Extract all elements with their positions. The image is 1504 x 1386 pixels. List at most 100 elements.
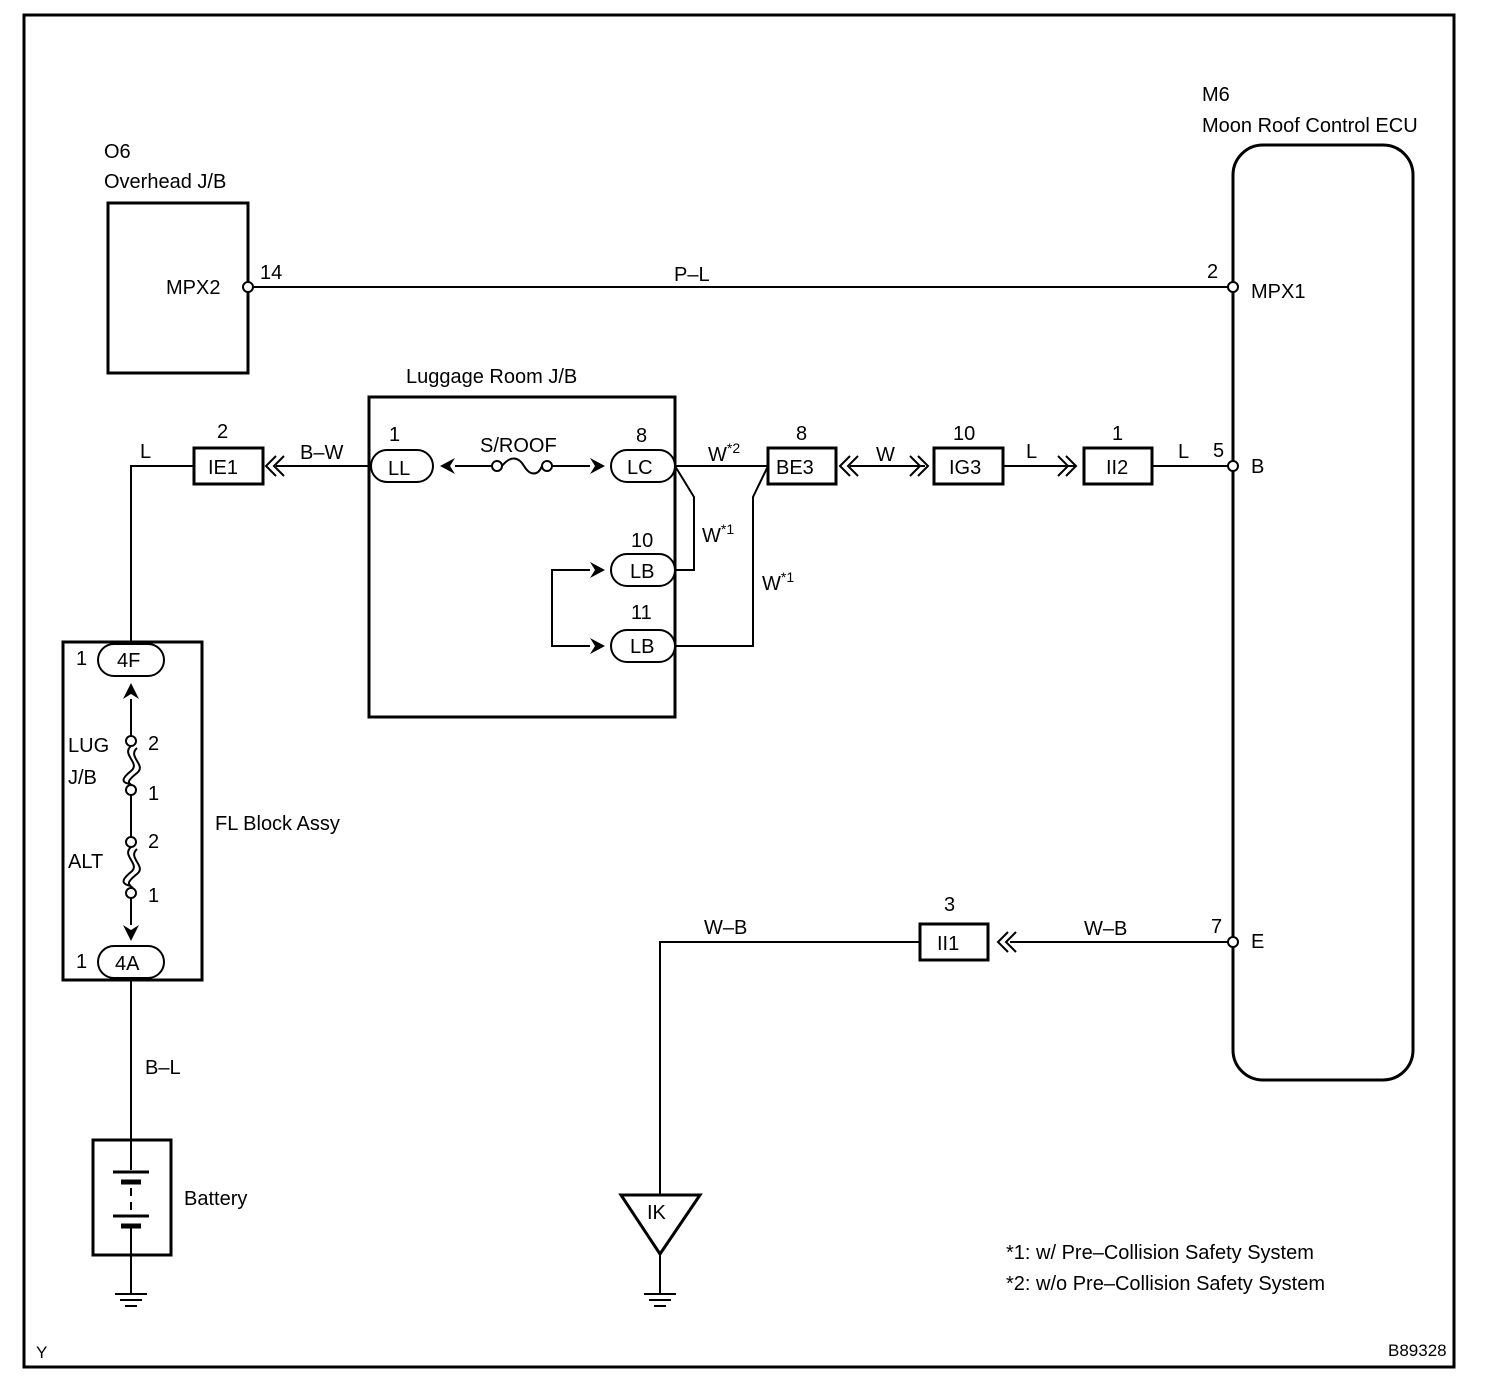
connector-be3-no: 8 — [796, 423, 807, 445]
ground-icon — [644, 1293, 676, 1307]
ecu-pin-mpx1-no: 2 — [1207, 261, 1218, 283]
overhead-jb-code: O6 — [104, 141, 131, 163]
wire-ii2-b-label: L — [1178, 441, 1189, 463]
alt-pin-top-no: 2 — [148, 831, 159, 853]
corner-left-label: Y — [36, 1343, 47, 1362]
fuse-sroof-pin-left — [491, 460, 503, 472]
wire-wb-right-label: W–B — [1084, 918, 1127, 940]
connector-lb-10-name: LB — [630, 561, 654, 583]
lug-label: LUG — [68, 735, 109, 757]
note-1: *1: w/ Pre–Collision Safety System — [1006, 1242, 1314, 1264]
connector-ie1 — [192, 446, 265, 486]
fl-block-box — [61, 640, 204, 982]
connector-ii1-name: II1 — [937, 933, 959, 955]
wire-bw-label: B–W — [300, 442, 343, 464]
moon-roof-ecu: M6 Moon Roof Control ECU MPX1 2 B 5 E 7 — [1202, 84, 1418, 1082]
overhead-jb-pin-name: MPX2 — [166, 277, 220, 299]
lug-fuse-icon-2 — [127, 747, 141, 787]
connector-ig3-no: 10 — [953, 423, 975, 445]
wire-w-low — [675, 465, 769, 647]
wire-l-fl-label: L — [140, 441, 151, 463]
ll-arrow-icon — [440, 458, 455, 474]
lug-pin-bot-no: 1 — [148, 783, 159, 805]
ig3-chevron-icon — [909, 455, 930, 477]
overhead-jb-box — [106, 201, 250, 375]
note-2: *2: w/o Pre–Collision Safety System — [1006, 1273, 1325, 1295]
connector-ig3 — [932, 446, 1005, 486]
ground-icon — [115, 1293, 147, 1307]
ecu-box — [1231, 143, 1415, 1082]
overhead-jb: O6 Overhead J/B MPX2 14 — [104, 141, 282, 375]
connector-4f-name: 4F — [117, 650, 140, 672]
wire-lb-jumper — [551, 569, 590, 647]
ii1-chevron-icon — [996, 931, 1017, 953]
connector-ii2-name: II2 — [1106, 457, 1128, 479]
connector-ie1-name: IE1 — [208, 457, 238, 479]
connector-be3 — [766, 446, 838, 486]
wire-wb-left-label: W–B — [704, 917, 747, 939]
ecu-pin-e-no: 7 — [1211, 916, 1222, 938]
wire-l-fl — [130, 465, 194, 646]
fl-block-assy: FL Block Assy 4F 1 LUG J/B 2 1 ALT 2 1 4… — [61, 640, 340, 982]
pin-mpx2 — [242, 281, 254, 293]
connector-4a-no: 1 — [76, 951, 87, 973]
4f-arrow-icon — [123, 683, 139, 699]
figure-code: B89328 — [1388, 1341, 1447, 1360]
wire-w-mid — [674, 465, 695, 571]
fuse-sroof-pin-right — [541, 460, 553, 472]
fuse-sroof-icon — [501, 457, 543, 475]
ecu-code: M6 — [1202, 84, 1230, 106]
connector-ii2 — [1082, 446, 1154, 486]
connector-ie1-no: 2 — [217, 421, 228, 443]
lug-pin-bot — [125, 784, 137, 796]
ground-point-ik — [618, 1193, 703, 1257]
lb-10-arrow-icon — [590, 562, 605, 578]
alt-pin-bot-no: 1 — [148, 885, 159, 907]
connector-4f-no: 1 — [76, 648, 87, 670]
connector-lb-10-no: 10 — [631, 530, 653, 552]
wire-w-low-label: W*1 — [762, 569, 794, 595]
wire-be3-ig3-label: W — [876, 444, 895, 466]
wire-wb-left — [659, 941, 920, 1195]
luggage-jb-name: Luggage Room J/B — [406, 366, 577, 388]
battery-name: Battery — [184, 1188, 247, 1210]
connector-lb-11-name: LB — [630, 636, 654, 658]
be3-chevron-icon — [838, 455, 859, 477]
connector-4f — [97, 643, 165, 677]
overhead-jb-pin-no: 14 — [260, 262, 282, 284]
ecu-pin-mpx1-name: MPX1 — [1251, 281, 1305, 303]
lb-11-arrow-icon — [590, 638, 605, 654]
connector-lc-no: 8 — [636, 425, 647, 447]
alt-pin-bot — [125, 887, 137, 899]
battery: Battery — [91, 1138, 247, 1257]
diagram-border — [22, 13, 1456, 1369]
connector-4a-name: 4A — [115, 953, 140, 975]
connector-ii2-no: 1 — [1112, 423, 1123, 445]
wire-bl-label: B–L — [145, 1057, 181, 1079]
ecu-pin-b-name: B — [1251, 456, 1264, 478]
pin-e — [1227, 936, 1239, 948]
luggage-room-jb: Luggage Room J/B LL 1 S/ROOF LC 8 LB 10 … — [367, 366, 677, 719]
connector-ll-name: LL — [388, 458, 410, 480]
wire-ig3-ii2-label: L — [1026, 441, 1037, 463]
alt-fuse-icon-2 — [127, 848, 141, 889]
lc-arrow-icon — [590, 458, 605, 474]
pin-b — [1227, 460, 1239, 472]
wire-w-mid-label: W*1 — [702, 521, 734, 547]
connector-lc-name: LC — [627, 457, 653, 479]
ecu-pin-e-name: E — [1251, 931, 1264, 953]
lug-pin-top — [125, 735, 137, 747]
ii2-chevron-icon — [1057, 455, 1078, 477]
fl-block-name: FL Block Assy — [215, 813, 340, 835]
alt-label: ALT — [68, 851, 103, 873]
connector-ll-no: 1 — [389, 424, 400, 446]
connector-lb-11-no: 11 — [631, 602, 652, 624]
4a-arrow-icon — [123, 925, 139, 941]
alt-pin-top — [125, 836, 137, 848]
lug-label-2: J/B — [68, 767, 97, 789]
ecu-name: Moon Roof Control ECU — [1202, 115, 1418, 137]
connector-be3-name: BE3 — [776, 457, 814, 479]
connector-ii1-no: 3 — [944, 894, 955, 916]
wire-pl-label: P–L — [674, 264, 710, 286]
